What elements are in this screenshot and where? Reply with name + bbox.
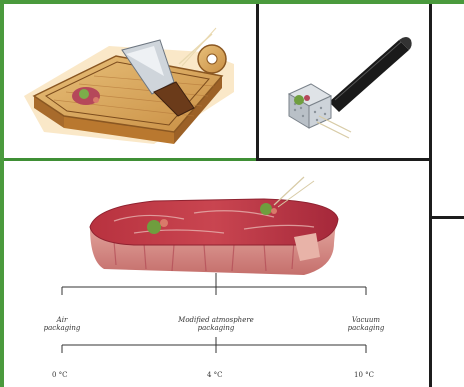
air-packaging-label: Air packaging	[32, 316, 92, 332]
tenderizer-panel	[259, 4, 429, 158]
temperature-low-label: 0 °C	[52, 371, 68, 379]
packaging-diagram-panel: Air packaging Modified atmosphere packag…	[4, 161, 429, 387]
meat-tenderizer-illustration	[259, 4, 429, 158]
cutting-board-illustration	[4, 4, 256, 158]
vacuum-packaging-label: Vacuum packaging	[336, 316, 396, 332]
right-top-panel	[432, 4, 464, 216]
right-bottom-panel	[432, 219, 464, 387]
modified-atmosphere-packaging-label: Modified atmosphere packaging	[166, 316, 266, 332]
temperature-mid-label: 4 °C	[207, 371, 223, 379]
steak-illustration	[4, 161, 429, 387]
temperature-high-label: 10 °C	[354, 371, 374, 379]
cutting-board-panel	[4, 4, 256, 158]
